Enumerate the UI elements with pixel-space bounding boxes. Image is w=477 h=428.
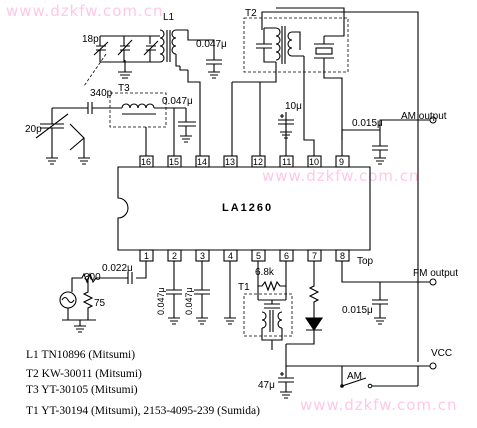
l1-label: L1	[163, 12, 175, 23]
cap-0022-label: 0.022μ	[102, 263, 133, 274]
am-output-terminal	[429, 116, 437, 124]
pin-9: 9	[339, 157, 344, 167]
pin-16: 16	[141, 157, 151, 167]
t1-label: T1	[238, 282, 250, 293]
supply-section: VCC 47μ AM	[258, 11, 452, 399]
ic-top-label: Top	[357, 256, 374, 267]
vcc-terminal	[429, 362, 437, 370]
bypass-caps: 0.047μ 0.047μ	[156, 261, 236, 325]
pin-8: 8	[340, 251, 345, 261]
res-75-label: 75	[94, 298, 106, 309]
note-l1: L1 TN10896 (Mitsumi)	[26, 349, 135, 361]
cap-47u-label: 47μ	[258, 380, 275, 391]
cap-047-t3-label: 0.047μ	[162, 96, 193, 107]
watermark-middle: www.dzkfw.com.cn	[262, 167, 420, 185]
pin-5: 5	[256, 251, 261, 261]
pin-15: 15	[169, 157, 179, 167]
ic-bottom-pin-numbers: 1 2 3 4 5 6 7 8	[144, 251, 345, 261]
t3-box	[109, 92, 167, 128]
pin-13: 13	[225, 157, 235, 167]
cap-10u: 10μ	[278, 101, 302, 156]
fm-output-section: 0.015μ FM output	[341, 261, 458, 325]
cap-20p-label: 20p	[25, 124, 42, 135]
parts-notes: L1 TN10896 (Mitsumi) T2 KW-30011 (Mitsum…	[26, 349, 260, 417]
ic-label: LA1260	[222, 202, 273, 214]
cap-047-pin3-label: 0.047μ	[184, 287, 194, 315]
pin-2: 2	[172, 251, 177, 261]
watermark-top: www.dzkfw.com.cn	[6, 2, 164, 20]
fm-output-label: FM output	[413, 268, 458, 279]
t2-box	[243, 17, 349, 73]
pin-11: 11	[282, 157, 291, 167]
cap-18p-label: 18p	[82, 34, 99, 45]
ic-la1260: LA1260 Top	[117, 166, 374, 267]
pin-1: 1	[144, 251, 149, 261]
pin-4: 4	[228, 251, 233, 261]
t3-label: T3	[118, 83, 130, 94]
am-output-section: 0.015μ AM output	[341, 111, 447, 165]
pin-6: 6	[284, 251, 289, 261]
pin7-led	[286, 261, 324, 345]
note-t1: T1 YT-30194 (Mitsumi), 2153-4095-239 (Su…	[26, 405, 260, 417]
ic-top-pin-numbers: 16 15 14 13 12 11 10 9	[141, 157, 344, 167]
note-t2: T2 KW-30011 (Mitsumi)	[26, 368, 142, 380]
am-output-label: AM output	[401, 111, 447, 122]
cap-047-pin2-label: 0.047μ	[156, 287, 166, 315]
cap-10u-label: 10μ	[285, 101, 302, 112]
pin-12: 12	[253, 157, 263, 167]
cap-0015-am-label: 0.015μ	[352, 118, 383, 129]
fm-output-terminal	[429, 278, 437, 286]
input-section: 0.022μ 300 75	[59, 261, 147, 333]
tuning-section: 18p L1 0.047μ 340p 20p T3 0.047	[25, 12, 227, 165]
t1-section: T1 6.8k	[238, 261, 293, 350]
pin-14: 14	[197, 157, 207, 167]
note-t3: T3 YT-30105 (Mitsumi)	[26, 384, 138, 396]
pin-3: 3	[200, 251, 205, 261]
pin-10: 10	[309, 157, 319, 167]
vcc-label: VCC	[431, 348, 452, 359]
cap-340p-label: 340p	[90, 88, 113, 99]
watermark-bottom: www.dzkfw.com.cn	[300, 396, 458, 414]
res-300-label: 300	[84, 272, 101, 283]
t2-section: T2	[231, 7, 349, 156]
am-switch-label: AM	[347, 371, 362, 382]
pin-7: 7	[312, 251, 317, 261]
t2-label: T2	[245, 8, 257, 19]
res-68k-label: 6.8k	[255, 267, 275, 278]
cap-0015-fm-label: 0.015μ	[342, 305, 373, 316]
cap-047-pin14-label: 0.047μ	[196, 39, 227, 50]
